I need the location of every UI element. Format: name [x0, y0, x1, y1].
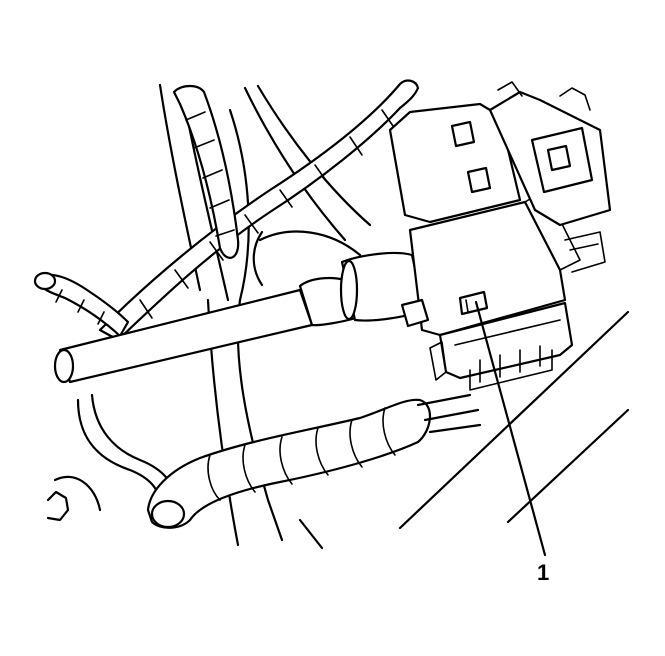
left-harness-stub: [33, 271, 130, 338]
callout-label-1: 1: [537, 560, 549, 585]
connector-housing: [388, 102, 581, 391]
right-panel-lines: [398, 310, 630, 530]
vertical-wrapped-harness: [172, 84, 240, 259]
wrapped-harness: [146, 393, 482, 529]
callout-1: 1: [474, 300, 549, 585]
mating-module: [488, 81, 612, 273]
callout-leader-line: [474, 300, 547, 557]
upper-wrapped-harness: [98, 79, 420, 342]
